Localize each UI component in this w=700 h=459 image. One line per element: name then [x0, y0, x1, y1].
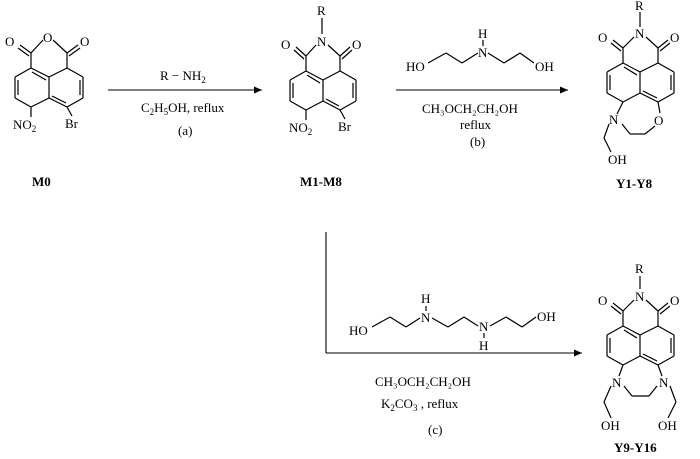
- reaction-a-arrowhead: [254, 86, 262, 94]
- reaction-c-arrowhead: [574, 349, 582, 357]
- reaction-b-n: N: [478, 45, 488, 60]
- reaction-a: R − NH2 C2H5OH, reflux (a): [108, 68, 262, 138]
- reaction-b-h: H: [478, 26, 487, 41]
- m1-r-label: R: [317, 3, 326, 18]
- y9-name: Y9-Y16: [614, 440, 657, 455]
- m0-o-left: O: [5, 34, 14, 49]
- m0-nitro-label: NO2: [13, 117, 36, 134]
- m1-skeleton: [289, 18, 357, 120]
- y1-oh-label: OH: [608, 152, 627, 167]
- y9-r-label: R: [635, 261, 644, 276]
- m0-bromo-label: Br: [65, 116, 79, 131]
- y9-n-label: N: [635, 289, 645, 304]
- m1-n-label: N: [317, 34, 327, 49]
- y1-r-label: R: [635, 0, 644, 13]
- reaction-c-n-left: N: [421, 310, 431, 325]
- reaction-b-ho: HO: [406, 59, 425, 74]
- m0-o-right: O: [80, 34, 89, 49]
- reaction-c-h-bottom: H: [479, 338, 488, 353]
- reaction-c: HO H N N H OH CH₃OCH₂CH₂OH K2CO3 , reflu…: [325, 232, 582, 437]
- y9-oh-left: OH: [601, 418, 620, 433]
- y1-ring-n: N: [609, 112, 619, 127]
- reaction-c-h-top: H: [421, 291, 430, 306]
- reaction-b-condition: reflux: [460, 117, 492, 132]
- y1-o-right: O: [670, 30, 679, 45]
- compound-y1-y8: R N O O N O OH Y1-Y8: [598, 0, 679, 191]
- reaction-a-reagent: R − NH2: [160, 68, 206, 85]
- compound-m1-m8: R N O O NO2 Br M1-M8: [281, 3, 361, 189]
- y9-skeleton: [603, 276, 677, 419]
- y9-o-left: O: [598, 293, 607, 308]
- diethanolamine-structure: [427, 40, 535, 64]
- reaction-c-base: K2CO3 , reflux: [381, 396, 459, 413]
- m0-o-ring: O: [43, 30, 52, 45]
- y9-oh-right: OH: [658, 418, 677, 433]
- reaction-b-step: (b): [470, 134, 485, 149]
- m1-bromo-label: Br: [338, 119, 352, 134]
- m1-o-right: O: [352, 37, 361, 52]
- reaction-a-step: (a): [178, 123, 192, 138]
- reaction-a-solvent: C2H5OH, reflux: [141, 100, 225, 117]
- y1-name: Y1-Y8: [616, 176, 653, 191]
- reaction-c-solvent: CH₃OCH₂CH₂OH: [375, 374, 471, 389]
- y1-skeleton: [603, 12, 675, 153]
- reaction-c-n-right: N: [479, 319, 489, 334]
- reaction-b-oh: OH: [535, 59, 554, 74]
- y1-ring-o: O: [654, 113, 663, 128]
- y9-o-right: O: [670, 293, 679, 308]
- reaction-c-oh: OH: [537, 309, 556, 324]
- reaction-b: HO H N OH CH₃OCH₂CH₂OH reflux (b): [396, 26, 568, 149]
- reaction-b-arrowhead: [560, 86, 568, 94]
- m0-name: M0: [32, 174, 51, 189]
- reaction-c-ho: HO: [349, 323, 368, 338]
- compound-y9-y16: R N O O N N OH OH Y9-Y16: [598, 261, 679, 455]
- m1-o-left: O: [281, 37, 290, 52]
- y1-o-left: O: [598, 30, 607, 45]
- compound-m0: O O O NO2 Br M0: [5, 30, 89, 189]
- y9-ring-n-right: N: [659, 375, 669, 390]
- m1-name: M1-M8: [300, 174, 342, 189]
- reaction-c-step: (c): [428, 422, 442, 437]
- diamine-diol-structure: [371, 306, 537, 338]
- y9-ring-n-left: N: [612, 375, 622, 390]
- reaction-b-solvent: CH₃OCH₂CH₂OH: [422, 101, 518, 116]
- y1-n-label: N: [635, 26, 645, 41]
- m1-nitro-label: NO2: [289, 120, 312, 137]
- m0-skeleton: [14, 39, 84, 117]
